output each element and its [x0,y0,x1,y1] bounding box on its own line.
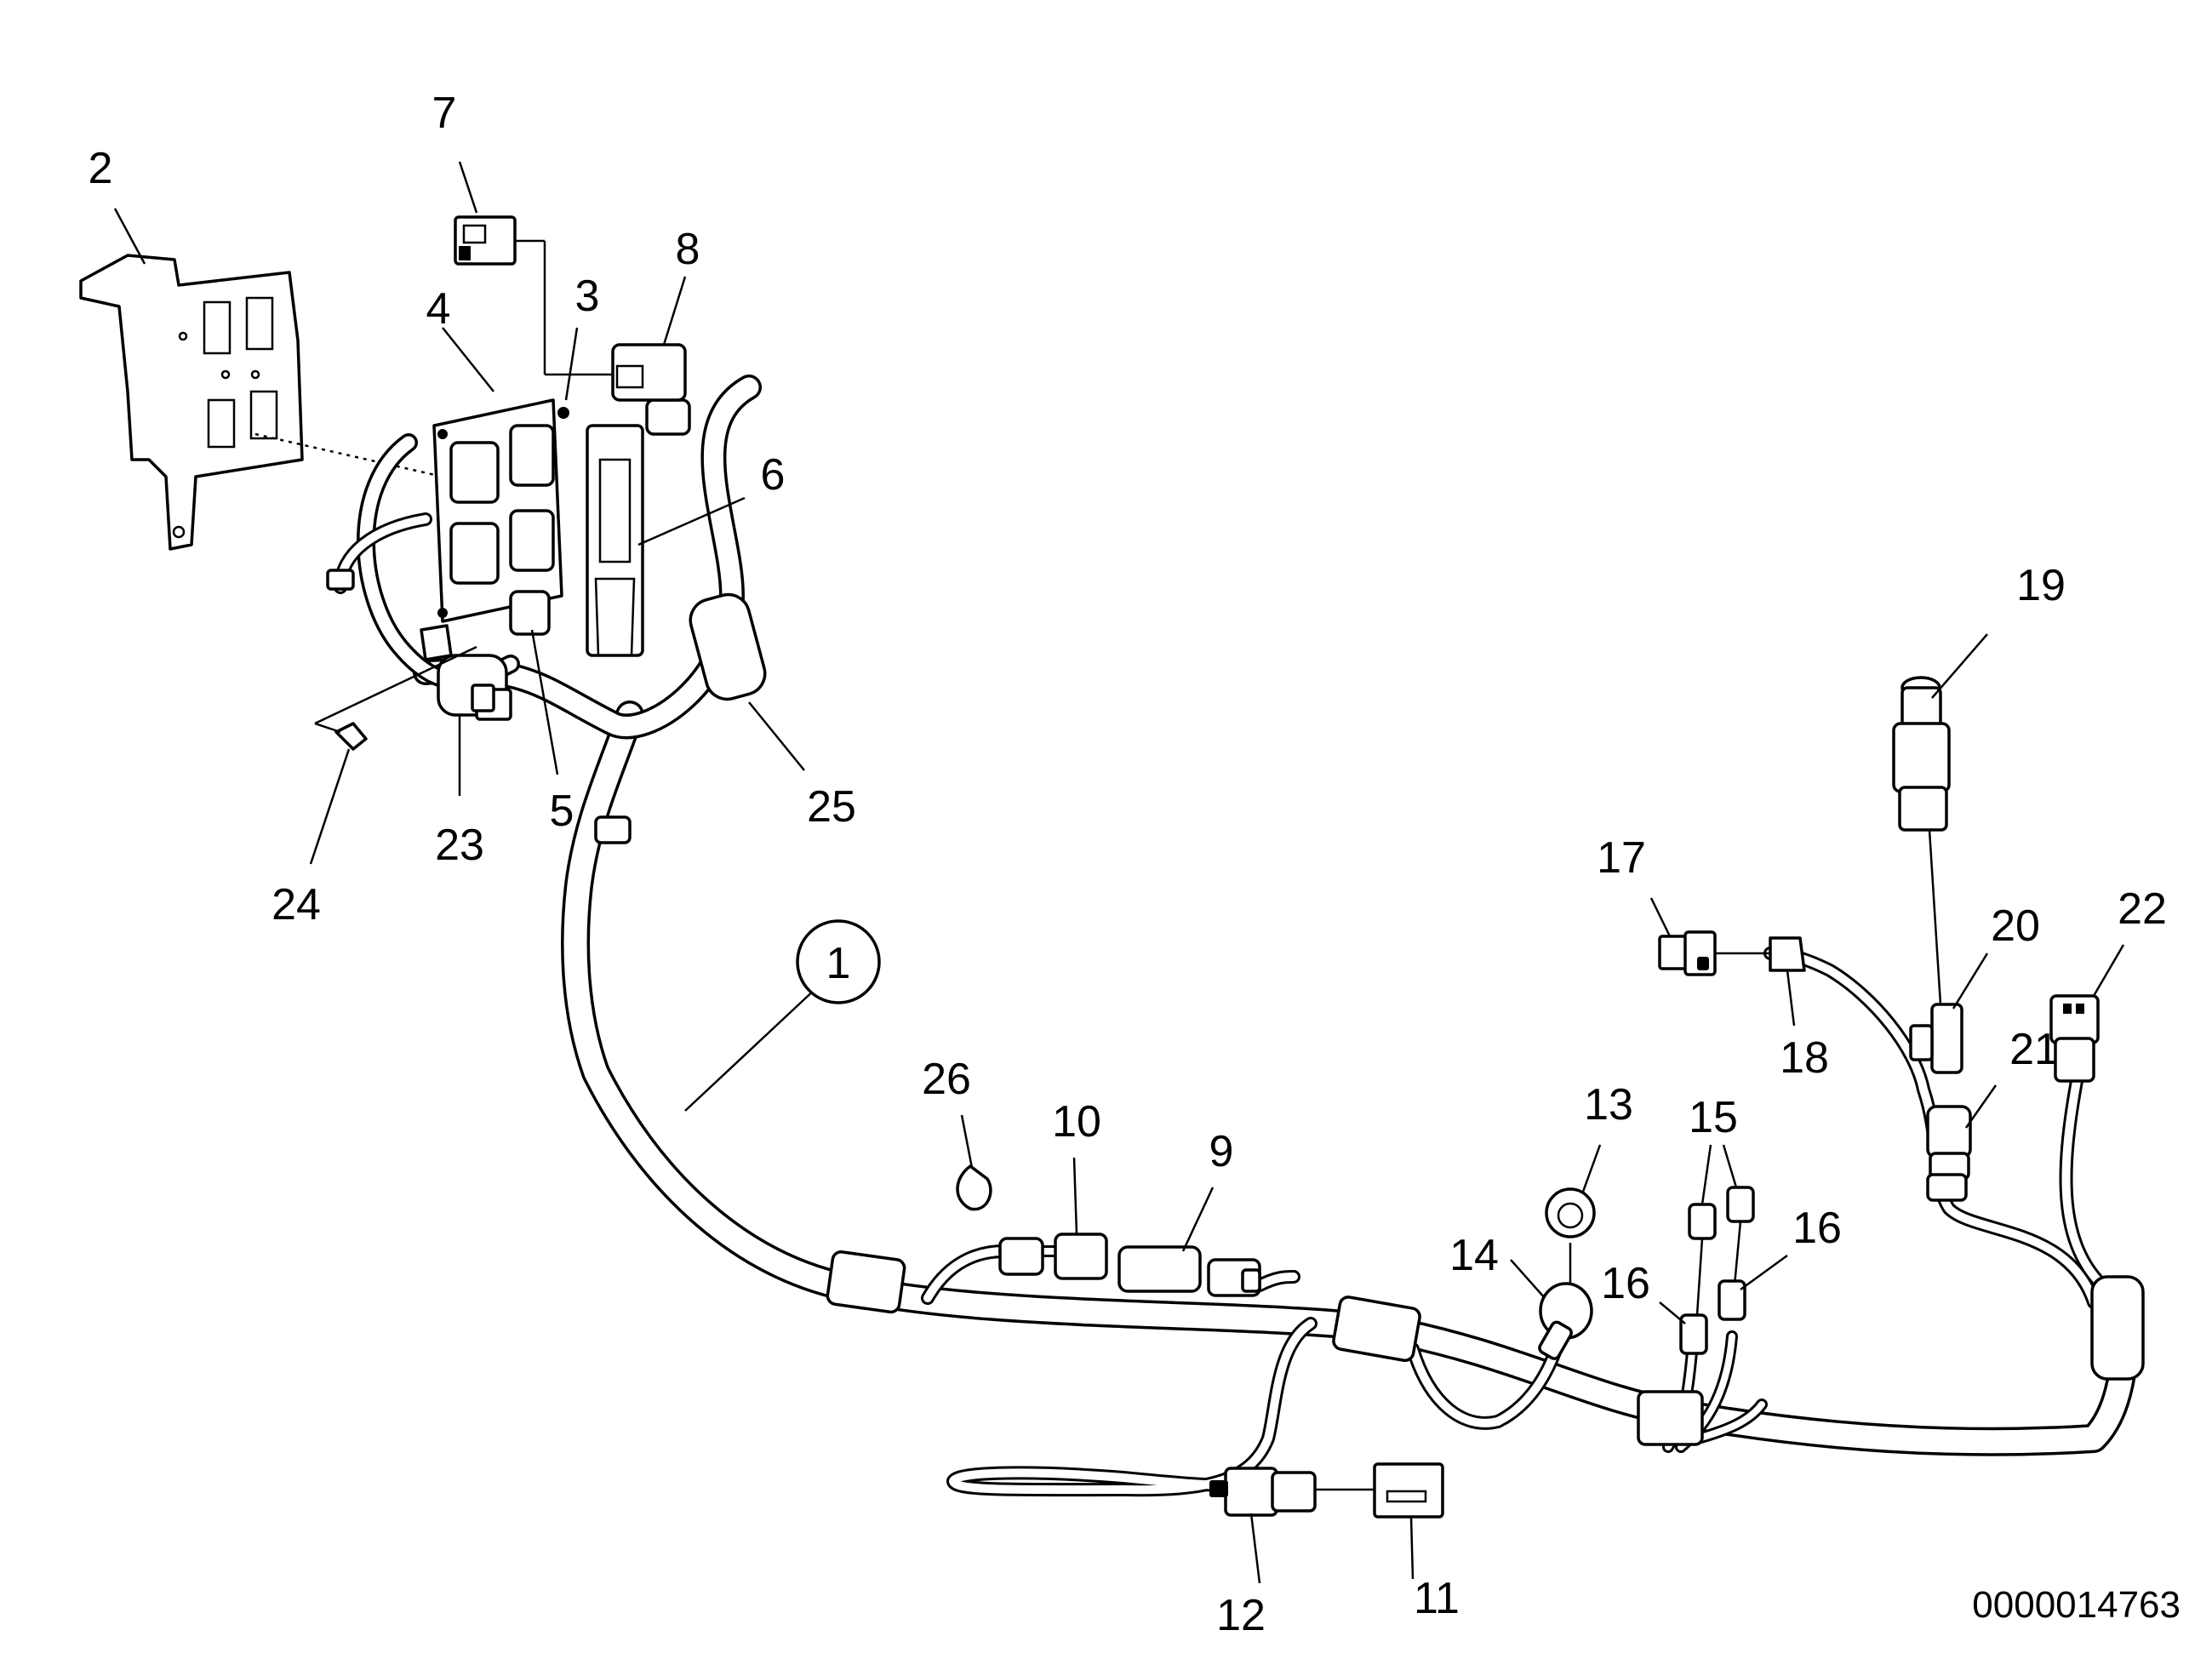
callout-7: 7 [432,89,457,138]
callout-22: 22 [2118,884,2167,934]
callout-1-circle [796,919,881,1004]
callout-4: 4 [426,284,451,334]
callout-11: 11 [1414,1574,1460,1623]
clip-26 [956,1164,992,1211]
sleeve-18 [1769,936,1806,972]
connector-23 [420,624,495,712]
bolt-24 [314,645,477,751]
callout-24: 24 [271,880,321,929]
callout-16a: 16 [1601,1259,1650,1308]
callout-17: 17 [1597,833,1646,883]
callout-labels: 1 2 3 4 5 6 7 8 9 10 11 12 13 14 15 16 1… [89,89,2167,1640]
callout-12: 12 [1216,1591,1266,1640]
grommet-13 [1545,1187,1596,1290]
callout-10: 10 [1052,1097,1101,1147]
connector-11 [1373,1462,1444,1519]
callout-13: 13 [1584,1080,1633,1130]
callout-15: 15 [1689,1093,1738,1142]
relay-panel [432,398,569,636]
callout-3: 3 [575,272,600,321]
relay-8 [611,343,687,402]
mounting-bracket [79,254,443,551]
connector-14 [1538,1282,1593,1360]
callout-9: 9 [1209,1127,1234,1176]
relay-7 [454,215,517,266]
connector-20 [1909,1003,1963,1074]
connector-17 [1658,930,1770,976]
callout-23: 23 [435,821,484,870]
sleeves-16 [1679,1279,1746,1355]
callout-5: 5 [550,786,574,836]
connector-10 [998,1233,1108,1280]
document-id: 0000014763 [1972,1584,2181,1626]
connector-19 [1892,676,1951,832]
harness-sleeves [594,815,2145,1446]
callout-1: 1 [826,939,851,988]
callout-19: 19 [2016,561,2066,610]
connector-21 [1926,1105,1972,1202]
connector-22 [2049,994,2100,1083]
callout-21: 21 [2009,1025,2059,1074]
leader-lines [113,161,2125,1584]
callout-26: 26 [922,1055,971,1104]
callout-8: 8 [676,225,700,274]
callout-6: 6 [761,450,786,500]
connector-9 [1117,1245,1261,1297]
callout-14: 14 [1449,1231,1499,1280]
callout-18: 18 [1780,1033,1829,1083]
callout-25: 25 [807,782,856,832]
callout-16b: 16 [1792,1204,1842,1253]
connector-12 [1209,1467,1317,1517]
callout-20: 20 [1991,901,2040,951]
callout-2: 2 [89,144,113,193]
fuse-holder [586,424,644,657]
connectors-15 [1688,1186,1755,1329]
